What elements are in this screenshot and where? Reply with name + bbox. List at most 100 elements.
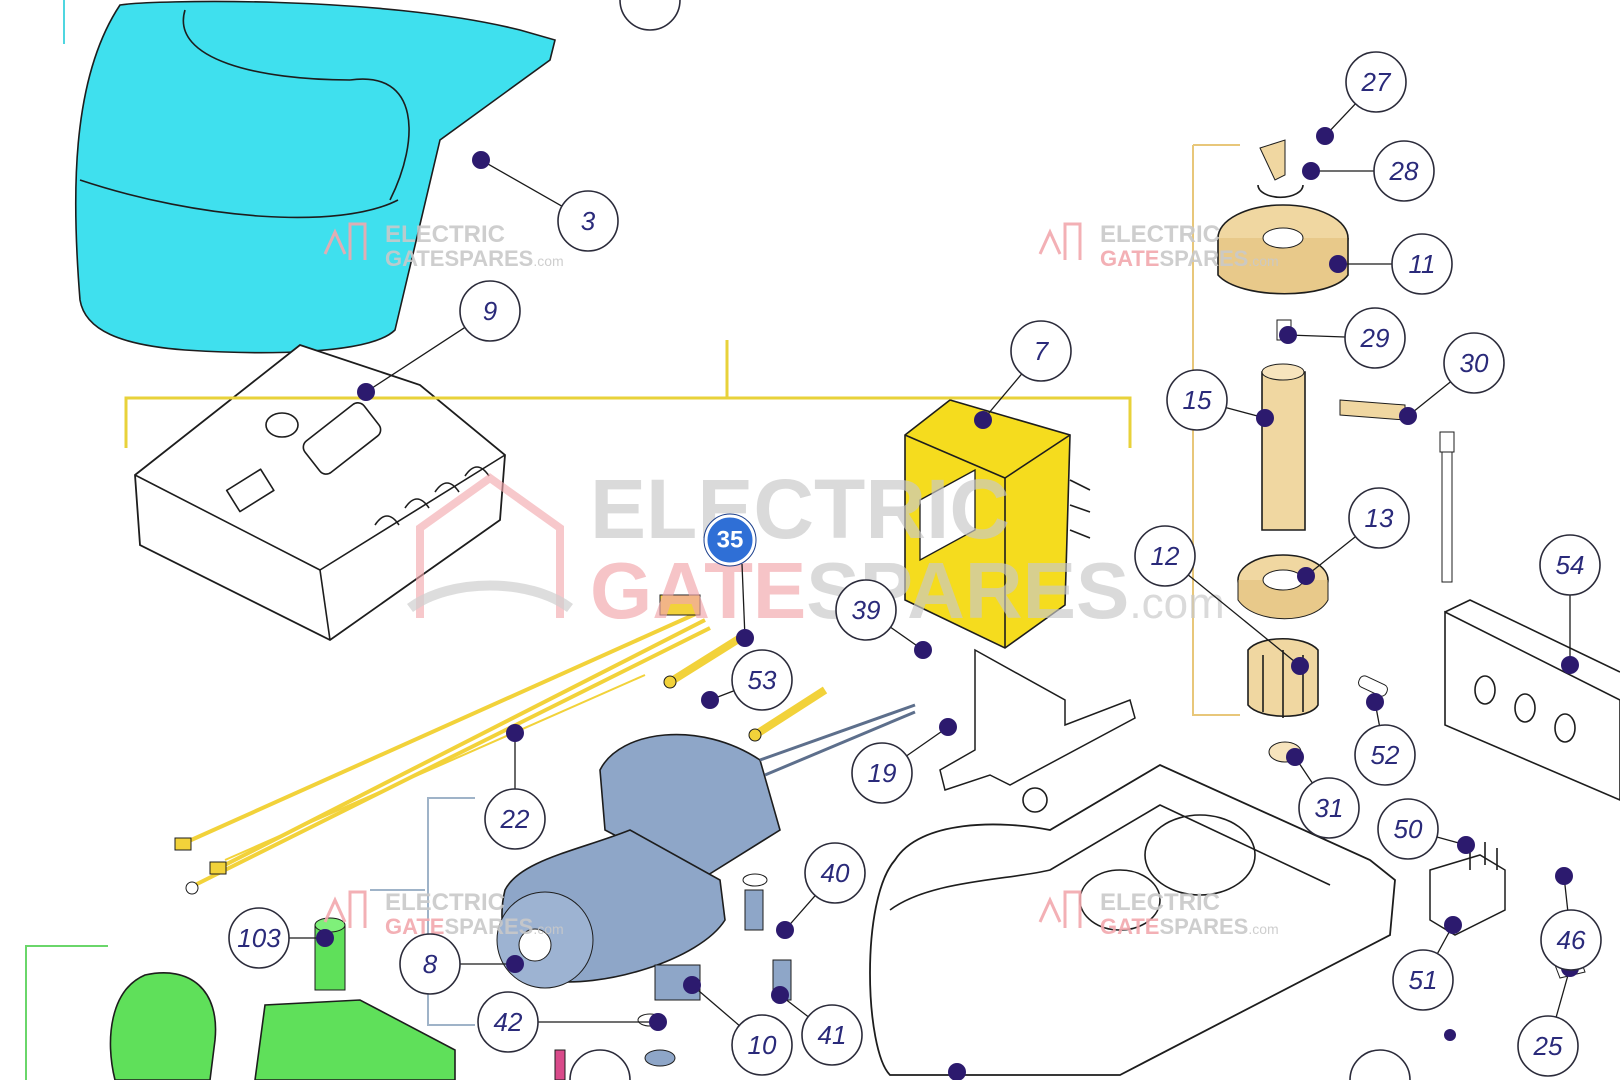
callout-103[interactable]: 103 [228, 907, 290, 969]
callout-circle-27 [1345, 51, 1407, 113]
callout-28[interactable]: 28 [1373, 140, 1435, 202]
callout-10[interactable]: 10 [731, 1014, 793, 1076]
callout-number-22: 22 [500, 804, 530, 834]
callout-circle-42 [477, 991, 539, 1053]
callout-circle-41 [801, 1004, 863, 1066]
leader-lines [289, 103, 1579, 1031]
callout-number-15: 15 [1183, 385, 1212, 415]
callout-circle-54 [1539, 534, 1601, 596]
svg-text:GATESPARES.com: GATESPARES.com [590, 546, 1225, 635]
callout-circle-39 [835, 579, 897, 641]
callout-number-46: 46 [1557, 925, 1586, 955]
transformer-part [904, 399, 1091, 649]
leader-dot-8 [506, 955, 524, 973]
callout-circle-19 [851, 742, 913, 804]
callout-number-11: 11 [1409, 249, 1436, 279]
callout-12[interactable]: 12 [1134, 525, 1196, 587]
callout-30[interactable]: 30 [1443, 332, 1505, 394]
callout-number-7: 7 [1034, 336, 1050, 366]
callout-number-28: 28 [1389, 156, 1419, 186]
callout-number-52: 52 [1371, 740, 1400, 770]
leader-dot-51 [1444, 916, 1462, 934]
callout-29[interactable]: 29 [1344, 307, 1406, 369]
callout-15[interactable]: 15 [1166, 369, 1228, 431]
callout-53[interactable]: 53 [731, 649, 793, 711]
watermark-small-1: ELECTRIC GATESPARES.com [323, 221, 564, 271]
callout-46[interactable]: 46 [1540, 909, 1602, 971]
leader-line-13 [1305, 536, 1356, 577]
callout-3[interactable]: 3 [557, 190, 619, 252]
callout-22[interactable]: 22 [484, 788, 546, 850]
leader-dot-3 [472, 151, 490, 169]
callout-badge-35[interactable]: 35 [703, 513, 757, 567]
leader-dot-10 [683, 976, 701, 994]
callout-8[interactable]: 8 [399, 933, 461, 995]
callout-circle-25 [1517, 1015, 1579, 1077]
leader-line-7 [982, 373, 1023, 421]
callout-11[interactable]: 11 [1391, 233, 1453, 295]
green-pin-part [314, 917, 346, 991]
callout-52[interactable]: 52 [1354, 724, 1416, 786]
leader-dot-52 [1366, 693, 1384, 711]
callout-9[interactable]: 9 [459, 280, 521, 342]
callout-circle-46 [1540, 909, 1602, 971]
callout-circle-50 [1377, 798, 1439, 860]
svg-text:GATESPARES.com: GATESPARES.com [1100, 246, 1279, 271]
leader-line-9 [365, 326, 466, 393]
wire-harness-part [174, 594, 711, 895]
svg-text:GATESPARES.com: GATESPARES.com [385, 246, 564, 271]
callout-number-42: 42 [494, 1007, 523, 1037]
callout-number-41: 41 [818, 1020, 847, 1050]
cut-off-callout-top [619, 0, 681, 31]
callout-circle-11 [1391, 233, 1453, 295]
callout-circle-12 [1134, 525, 1196, 587]
leader-line-10 [691, 984, 740, 1026]
leader-dot-28 [1302, 162, 1320, 180]
callout-25[interactable]: 25 [1517, 1015, 1579, 1077]
callout-13[interactable]: 13 [1348, 487, 1410, 549]
leader-dot-103 [316, 929, 334, 947]
callout-19[interactable]: 19 [851, 742, 913, 804]
leader-dot-39 [914, 641, 932, 659]
watermark-small-2: ELECTRIC GATESPARES.com [1038, 221, 1279, 271]
callout-54[interactable]: 54 [1539, 534, 1601, 596]
callout-40[interactable]: 40 [804, 842, 866, 904]
svg-text:ELECTRIC: ELECTRIC [1100, 889, 1220, 916]
badge-label: 35 [717, 527, 744, 554]
callout-number-27: 27 [1361, 67, 1392, 97]
callout-circle-7 [1010, 320, 1072, 382]
leader-dot-11 [1329, 255, 1347, 273]
watermark-large: ELECTRIC GATESPARES.com [407, 462, 1225, 635]
callout-circle-10 [731, 1014, 793, 1076]
callout-circle-53 [731, 649, 793, 711]
callout-number-19: 19 [868, 758, 897, 788]
callout-42[interactable]: 42 [477, 991, 539, 1053]
callout-41[interactable]: 41 [801, 1004, 863, 1066]
callout-39[interactable]: 39 [835, 579, 897, 641]
callout-circle-40 [804, 842, 866, 904]
leader-dot-9 [357, 383, 375, 401]
green-lever-part [109, 972, 456, 1080]
callout-number-13: 13 [1365, 503, 1394, 533]
callout-number-30: 30 [1460, 348, 1489, 378]
gear-train-part [1217, 139, 1406, 763]
callout-circle-15 [1166, 369, 1228, 431]
callout-number-8: 8 [423, 949, 438, 979]
leader-dot-15 [1256, 409, 1274, 427]
cut-off-callout-bottom [569, 1049, 631, 1080]
callout-7[interactable]: 7 [1010, 320, 1072, 382]
leader-dot-50 [1457, 836, 1475, 854]
callout-number-39: 39 [852, 595, 881, 625]
callout-circle-9 [459, 280, 521, 342]
leader-dot-12 [1291, 657, 1309, 675]
callout-circle-13 [1348, 487, 1410, 549]
callout-51[interactable]: 51 [1392, 949, 1454, 1011]
leader-dot-42 [649, 1013, 667, 1031]
callout-circle-22 [484, 788, 546, 850]
callout-50[interactable]: 50 [1377, 798, 1439, 860]
callout-31[interactable]: 31 [1298, 777, 1360, 839]
callout-circle-3 [557, 190, 619, 252]
callout-27[interactable]: 27 [1345, 51, 1407, 113]
leader-dot-54 [1561, 656, 1579, 674]
